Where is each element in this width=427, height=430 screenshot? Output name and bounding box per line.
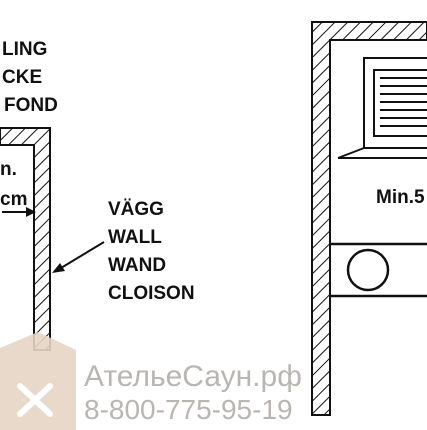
clearance-label-2: cm: [0, 189, 28, 210]
watermark-phone: 8-800-775-95-19: [84, 394, 293, 425]
watermark-site: АтельеСаун.рф: [84, 360, 302, 393]
wall-label-fr: CLOISON: [108, 283, 195, 304]
ceiling-label-2: CKE: [2, 67, 43, 88]
ceiling-label-3: FOND: [4, 95, 58, 116]
clearance-label-1: n.: [0, 159, 17, 180]
wall-label-en: WALL: [108, 227, 162, 248]
right-clearance-label: Min.5: [376, 187, 425, 208]
right-ceiling-wall: [311, 21, 427, 416]
floor-pipe: [330, 242, 427, 298]
wall-leader-arrow: [52, 241, 105, 273]
wall-label-sv: VÄGG: [108, 199, 164, 220]
wall-label-de: WAND: [108, 255, 167, 276]
heater-unit: [337, 57, 427, 159]
watermark-logo: [0, 332, 76, 430]
clearance-arrow: [2, 207, 36, 217]
ceiling-label-1: LING: [2, 39, 48, 60]
